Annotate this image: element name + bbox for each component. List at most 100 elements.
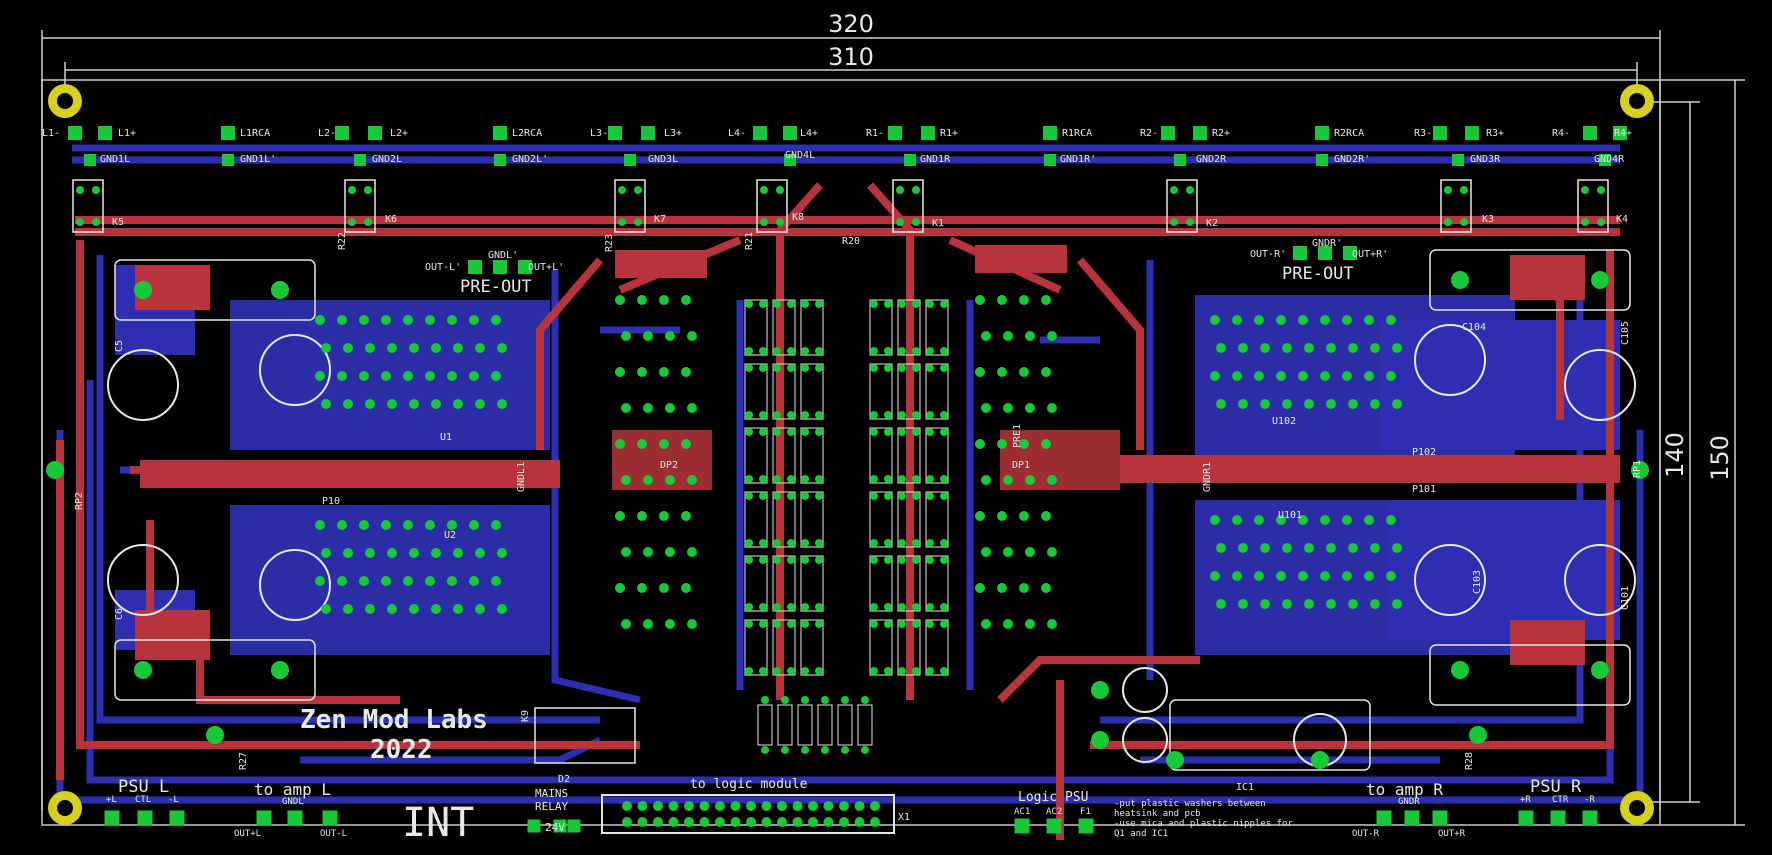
relay-pad	[776, 218, 784, 226]
label-gndr: GNDR	[1398, 797, 1420, 807]
component-pad	[431, 548, 441, 558]
resistor-block	[772, 491, 796, 548]
ref-r27: R27	[238, 752, 249, 770]
resistor-block	[837, 704, 853, 746]
signal-relay	[1166, 179, 1198, 233]
ref-dp2: DP2	[660, 460, 678, 471]
ladder-pad	[815, 364, 823, 372]
electrolytic-capacitors	[107, 324, 1636, 767]
component-pad	[1216, 343, 1226, 353]
label-gnd1r-prime: GND1R'	[1060, 154, 1096, 165]
relay-pad	[1597, 186, 1605, 194]
ref-r22: R22	[337, 232, 348, 250]
label-l2-plus: L2+	[390, 128, 408, 139]
ladder-pad	[787, 556, 795, 564]
component-pad	[1041, 367, 1051, 377]
label-out-plus-l: OUT+L	[234, 829, 261, 839]
ref-r20: R20	[842, 236, 860, 247]
power-pad	[1451, 271, 1469, 289]
ladder-pad	[787, 667, 795, 675]
signal-relay	[1440, 179, 1472, 233]
ladder-pad	[898, 539, 906, 547]
ground-connector-pad	[222, 154, 234, 166]
brand-text: Zen Mod Labs	[300, 705, 488, 735]
component-pad	[681, 439, 691, 449]
ladder-pad	[898, 620, 906, 628]
component-pad	[1019, 511, 1029, 521]
label-out-minus-r-prime: OUT-R'	[1250, 249, 1286, 260]
component-pad	[665, 403, 675, 413]
component-pad	[981, 547, 991, 557]
logic-header-x1	[601, 794, 895, 834]
output-connector-pad	[1404, 810, 1420, 826]
component-pad	[491, 520, 501, 530]
resistor-block	[744, 619, 768, 676]
pre-out-pad	[1318, 246, 1332, 260]
component-pad	[1019, 367, 1029, 377]
input-connector-pad	[608, 126, 622, 140]
component-pad	[1298, 371, 1308, 381]
component-pad	[1003, 403, 1013, 413]
component-pad	[1019, 439, 1029, 449]
component-pad	[1041, 295, 1051, 305]
ladder-pad	[926, 539, 934, 547]
resistor-block	[897, 299, 921, 356]
component-pad	[659, 295, 669, 305]
component-pad	[1282, 599, 1292, 609]
relay-pad	[364, 218, 372, 226]
component-pad	[1370, 399, 1380, 409]
component-pad	[1238, 543, 1248, 553]
ladder-pad	[870, 539, 878, 547]
label-ac2: AC2	[1046, 807, 1062, 817]
header-pin	[839, 817, 849, 827]
ladder-pad	[815, 300, 823, 308]
ladder-pad	[926, 620, 934, 628]
ladder-pad	[761, 696, 769, 704]
relay-pad	[1597, 218, 1605, 226]
header-pin	[730, 801, 741, 811]
ref-rp1: RP1	[1632, 460, 1643, 478]
ladder-pad	[781, 746, 789, 754]
component-pad	[1047, 403, 1057, 413]
component-pad	[687, 331, 697, 341]
resistor-block	[925, 299, 949, 356]
resistor-block	[744, 427, 768, 484]
component-pad	[687, 475, 697, 485]
component-pad	[615, 295, 625, 305]
relay-pad	[634, 186, 642, 194]
ladder-pad	[773, 475, 781, 483]
label-l3-plus: L3+	[664, 128, 682, 139]
component-pad	[337, 315, 347, 325]
resistor-block	[857, 704, 873, 746]
label-out-minus-l-prime: OUT-L'	[425, 262, 461, 273]
component-pad	[1364, 371, 1374, 381]
ladder-pad	[745, 364, 753, 372]
ref-rp2: RP2	[74, 492, 85, 510]
label-gnd1l: GND1L	[100, 154, 130, 165]
ref-k2: K2	[1206, 218, 1218, 229]
label-l1-plus: L1+	[118, 128, 136, 139]
relay-pad	[348, 218, 356, 226]
ladder-pad	[884, 300, 892, 308]
resistor-block	[797, 704, 813, 746]
resistor-block	[925, 555, 949, 612]
component-pad	[1216, 599, 1226, 609]
component-pad	[1025, 619, 1035, 629]
input-connector-pad	[368, 126, 382, 140]
component-pad	[1342, 315, 1352, 325]
label-r1-plus: R1+	[940, 128, 958, 139]
logic-psu-label: Logic PSU	[1018, 790, 1088, 805]
ladder-pad	[745, 603, 753, 611]
component-pad	[1210, 571, 1220, 581]
logic-psu-pad	[1014, 818, 1030, 834]
relay-pad	[1460, 186, 1468, 194]
ref-gndr1: GNDR1	[1202, 462, 1213, 492]
resistor-block	[744, 555, 768, 612]
ladder-pad	[801, 696, 809, 704]
ladder-pad	[884, 667, 892, 675]
header-pin	[653, 801, 663, 811]
ladder-pad	[870, 475, 878, 483]
component-pad	[997, 511, 1007, 521]
ladder-pad	[926, 556, 934, 564]
